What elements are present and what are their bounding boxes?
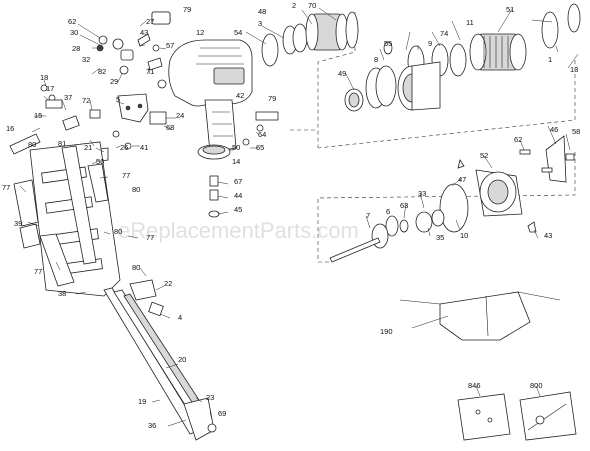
callout-48: 48 [258, 7, 266, 16]
callout-69: 69 [218, 409, 226, 418]
main-housing [168, 39, 253, 153]
lower-piston-assembly [329, 135, 575, 263]
callout-80: 80 [132, 185, 140, 194]
callout-22: 22 [164, 279, 172, 288]
callout-36: 36 [148, 421, 156, 430]
callout-47: 47 [458, 175, 466, 184]
callout-15: 15 [34, 111, 42, 120]
callout-80: 80 [28, 140, 36, 149]
safety-glasses [399, 291, 561, 341]
callout-4: 4 [178, 313, 182, 322]
callout-39: 39 [14, 219, 22, 228]
callout-21: 21 [84, 143, 92, 152]
callout-58: 58 [572, 127, 580, 136]
callout-63: 63 [400, 201, 408, 210]
callout-12: 12 [196, 28, 204, 37]
callout-62: 62 [514, 135, 522, 144]
callout-2: 2 [292, 1, 296, 10]
callout-46: 46 [550, 125, 558, 134]
callout-43: 43 [140, 28, 148, 37]
upper-assembly-boundary [317, 12, 576, 149]
callout-1: 1 [548, 55, 552, 64]
callout-44: 44 [234, 191, 242, 200]
callout-5: 5 [116, 95, 120, 104]
callout-24: 24 [176, 111, 184, 120]
callout-labels: 27 79 3 2 70 62 30 43 12 48 28 57 54 32 … [2, 1, 580, 430]
callout-41: 41 [140, 143, 148, 152]
callout-7: 7 [366, 211, 370, 220]
callout-70: 70 [308, 1, 316, 10]
callout-68: 68 [166, 123, 174, 132]
magazine-frame [13, 141, 121, 297]
callout-33: 33 [418, 189, 426, 198]
callout-82: 82 [98, 67, 106, 76]
callout-38: 38 [58, 289, 66, 298]
callout-846: 846 [468, 381, 481, 390]
callout-26: 26 [120, 143, 128, 152]
callout-64: 64 [258, 130, 266, 139]
callout-54: 54 [234, 28, 242, 37]
callout-800: 800 [530, 381, 543, 390]
callout-13: 13 [570, 65, 578, 74]
callout-3: 3 [258, 19, 262, 28]
callout-23: 23 [206, 393, 214, 402]
callout-57: 57 [166, 41, 174, 50]
callout-17: 17 [46, 84, 54, 93]
callout-8: 8 [374, 55, 378, 64]
callout-77: 77 [2, 183, 10, 192]
upper-cylinder-assembly [261, 3, 581, 112]
leader-lines [19, 7, 579, 427]
callout-32: 32 [82, 55, 90, 64]
callout-18: 18 [40, 73, 48, 82]
callout-72: 72 [82, 96, 90, 105]
callout-19: 19 [138, 397, 146, 406]
callout-80: 80 [132, 263, 140, 272]
callout-55: 55 [384, 39, 392, 48]
callout-6: 6 [386, 207, 390, 216]
trigger-valve-cluster [9, 84, 167, 163]
callout-67: 67 [234, 177, 242, 186]
callout-27: 27 [146, 17, 154, 26]
callout-51: 51 [506, 5, 514, 14]
callout-79: 79 [268, 94, 276, 103]
callout-11: 11 [466, 18, 474, 27]
lower-assembly-boundary [317, 152, 576, 263]
callout-10: 10 [460, 231, 468, 240]
callout-77: 77 [146, 233, 154, 242]
nosepiece-rails [103, 279, 217, 441]
callout-49: 49 [338, 69, 346, 78]
callout-65: 65 [256, 143, 264, 152]
callout-14: 14 [232, 157, 240, 166]
callout-74: 74 [440, 29, 448, 38]
callout-35: 35 [436, 233, 444, 242]
callout-45: 45 [234, 205, 242, 214]
callout-9: 9 [428, 39, 432, 48]
callout-29: 29 [110, 77, 118, 86]
callout-37: 37 [64, 93, 72, 102]
watermark-text: eReplacementParts.com [118, 218, 359, 243]
callout-81: 81 [58, 139, 66, 148]
callout-52: 52 [480, 151, 488, 160]
callout-77: 77 [122, 171, 130, 180]
callout-30: 30 [70, 28, 78, 37]
callout-71: 71 [146, 67, 154, 76]
accessory-kits [457, 391, 577, 441]
callout-79: 79 [183, 5, 191, 14]
callout-190: 190 [380, 327, 393, 336]
callout-77: 77 [34, 267, 42, 276]
callout-16: 16 [6, 124, 14, 133]
callout-50: 50 [232, 143, 240, 152]
callout-56: 56 [96, 157, 104, 166]
callout-80: 80 [114, 227, 122, 236]
callout-42: 42 [236, 91, 244, 100]
callout-20: 20 [178, 355, 186, 364]
callout-43: 43 [544, 231, 552, 240]
callout-62: 62 [68, 17, 76, 26]
cap-and-fasteners [151, 11, 279, 218]
callout-28: 28 [72, 44, 80, 53]
